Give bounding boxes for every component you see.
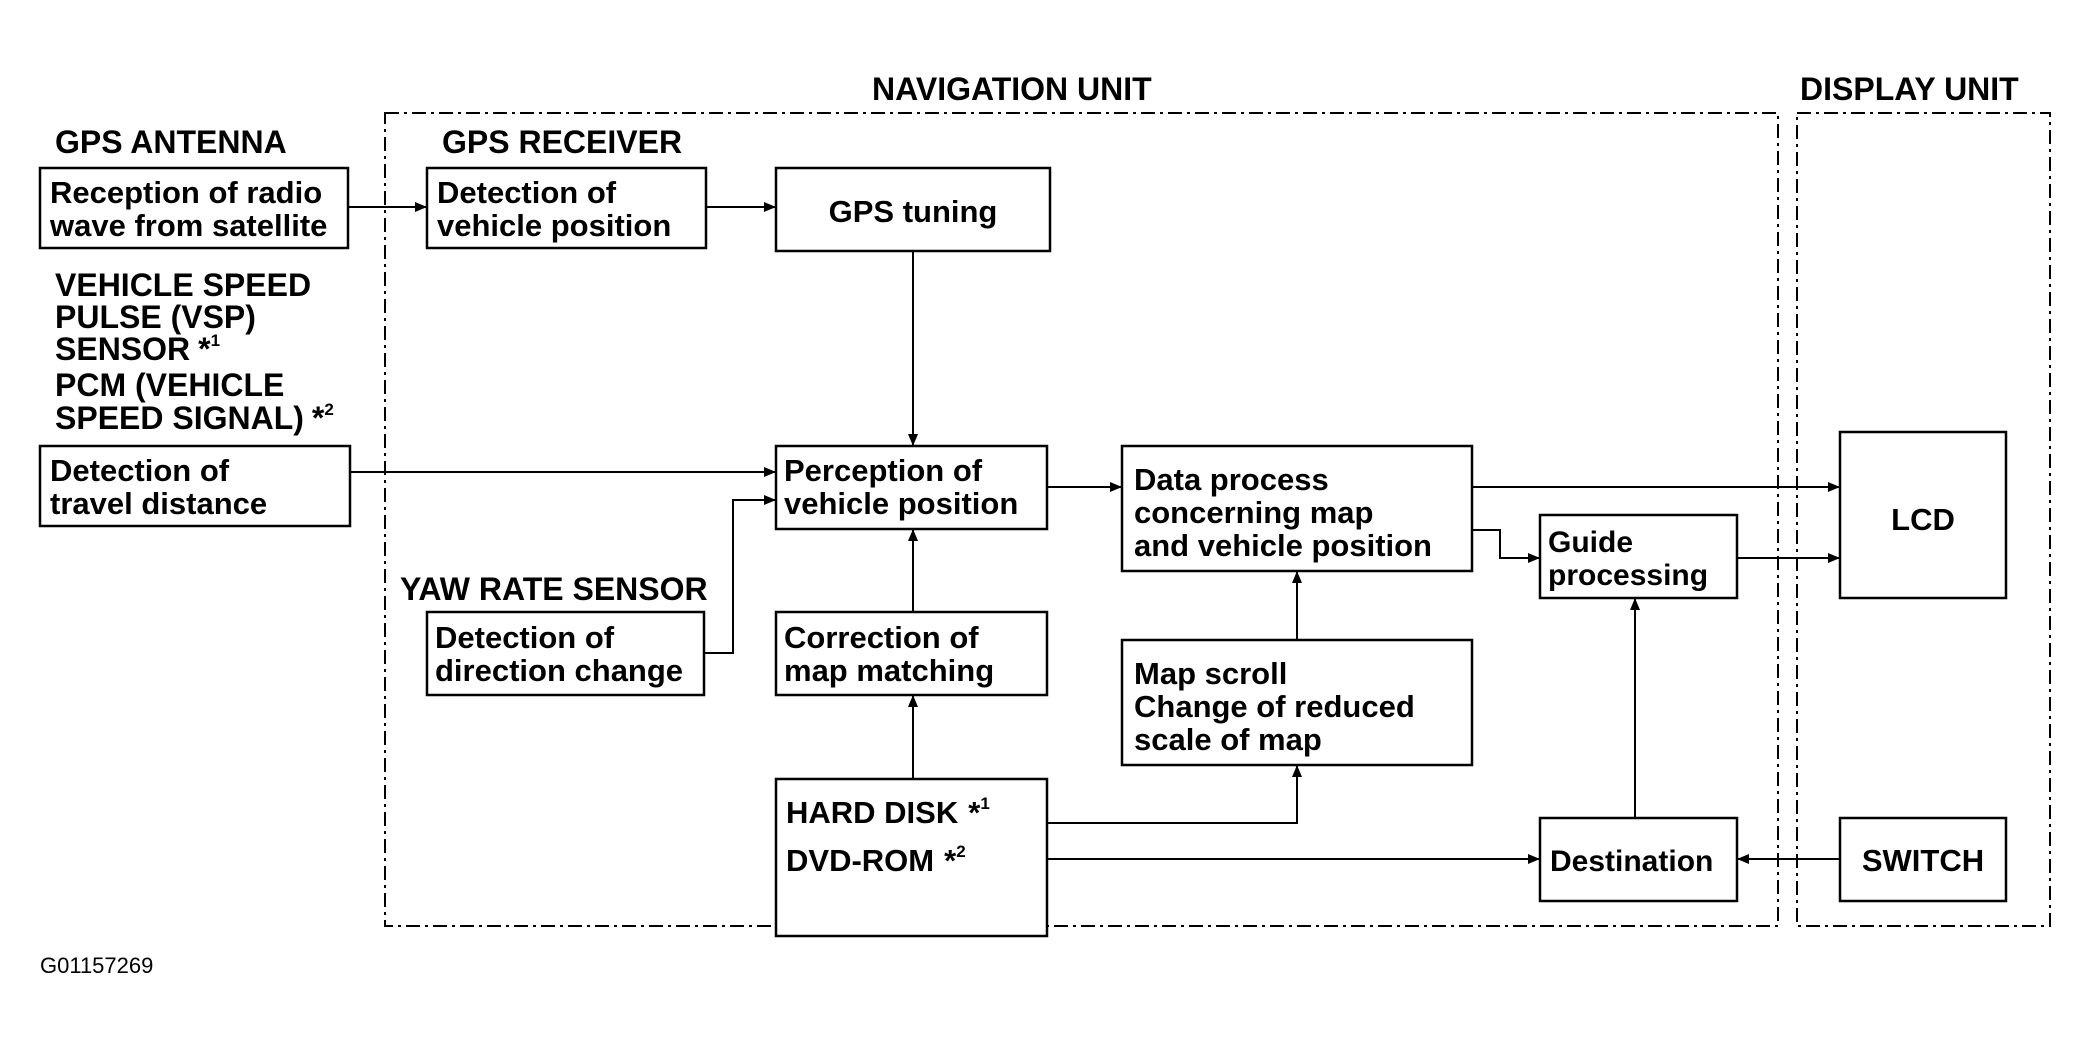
- footnote-star: *: [312, 400, 325, 436]
- perception-vehicle-position-line2: vehicle position: [784, 486, 1018, 521]
- footnote-star: *: [968, 795, 981, 830]
- vsp-sensor-label: VEHICLE SPEED PULSE (VSP) SENSOR*1: [55, 267, 311, 367]
- data-process-line2: concerning map: [1134, 495, 1373, 530]
- detection-travel-distance-line1: Detection of: [50, 453, 230, 488]
- gps-tuning-label: GPS tuning: [829, 194, 998, 229]
- switch-label: SWITCH: [1862, 843, 1984, 878]
- navigation-unit-label: NAVIGATION UNIT: [872, 71, 1152, 107]
- lcd-box: LCD: [1838, 430, 2008, 600]
- gps-antenna-label: GPS ANTENNA: [55, 124, 287, 160]
- destination-label: Destination: [1550, 845, 1713, 878]
- arrow-data-process-to-guide: [1472, 529, 1540, 563]
- correction-map-matching-line1: Correction of: [784, 620, 979, 655]
- footnote-2: 2: [956, 842, 965, 861]
- figure-id: G01157269: [40, 953, 153, 978]
- footnote-1: 1: [980, 794, 989, 813]
- detection-travel-distance-box: Detection of travel distance: [38, 444, 352, 528]
- svg-text:HARD DISK*1: HARD DISK *1: [786, 794, 990, 830]
- data-process-line1: Data process: [1134, 462, 1329, 497]
- switch-box: SWITCH: [1838, 816, 2008, 903]
- vsp-label-line3: SENSOR: [55, 331, 190, 367]
- detection-vehicle-position-box: Detection of vehicle position: [425, 166, 708, 250]
- svg-text:SENSOR*1: SENSOR*1: [55, 331, 220, 367]
- footnote-star: *: [198, 331, 211, 367]
- detection-vehicle-position-line2: vehicle position: [437, 208, 671, 243]
- arrow-storage-to-map-scroll: [1047, 765, 1302, 824]
- vsp-label-line2: PULSE (VSP): [55, 299, 256, 335]
- data-process-line3: and vehicle position: [1134, 528, 1432, 563]
- display-unit-label: DISPLAY UNIT: [1800, 71, 2019, 107]
- display-unit-frame: [1796, 112, 2051, 927]
- destination-box: Destination: [1538, 816, 1739, 903]
- reception-line1: Reception of radio: [50, 175, 322, 210]
- reception-line2: wave from satellite: [49, 208, 327, 243]
- gps-receiver-label: GPS RECEIVER: [442, 124, 682, 160]
- detection-vehicle-position-line1: Detection of: [437, 175, 617, 210]
- gps-tuning-box: GPS tuning: [774, 166, 1052, 253]
- svg-text:SPEED SIGNAL)*2: SPEED SIGNAL)*2: [55, 400, 334, 436]
- map-scroll-box: Map scroll Change of reduced scale of ma…: [1120, 638, 1474, 767]
- data-process-box: Data process concerning map and vehicle …: [1120, 444, 1474, 573]
- arrow-direction-change-to-perception: [704, 495, 776, 654]
- correction-map-matching-box: Correction of map matching: [774, 610, 1049, 697]
- svg-text:DVD-ROM*2: DVD-ROM *2: [786, 842, 966, 878]
- footnote-1: 1: [211, 331, 220, 350]
- vsp-label-line1: VEHICLE SPEED: [55, 267, 311, 303]
- map-scroll-line3: scale of map: [1134, 722, 1322, 757]
- lcd-label: LCD: [1891, 502, 1955, 537]
- guide-processing-box: Guide processing: [1538, 513, 1739, 600]
- detection-direction-change-line2: direction change: [435, 653, 683, 688]
- detection-direction-change-line1: Detection of: [435, 620, 615, 655]
- perception-vehicle-position-line1: Perception of: [784, 453, 983, 488]
- dvd-rom-label: DVD-ROM: [786, 843, 934, 878]
- guide-processing-line1: Guide: [1548, 526, 1633, 559]
- correction-map-matching-line2: map matching: [784, 653, 994, 688]
- map-scroll-line1: Map scroll: [1134, 656, 1287, 691]
- guide-processing-line2: processing: [1548, 559, 1708, 592]
- detection-direction-change-box: Detection of direction change: [425, 610, 706, 697]
- reception-box: Reception of radio wave from satellite: [38, 166, 350, 250]
- yaw-rate-sensor-label: YAW RATE SENSOR: [400, 571, 708, 607]
- footnote-star: *: [944, 843, 957, 878]
- pcm-label: PCM (VEHICLE SPEED SIGNAL)*2: [55, 367, 334, 436]
- detection-travel-distance-line2: travel distance: [50, 486, 267, 521]
- hard-disk-label: HARD DISK: [786, 795, 959, 830]
- storage-box: HARD DISK*1 DVD-ROM*2: [774, 777, 1049, 938]
- navigation-unit-frame: [384, 112, 1779, 927]
- pcm-label-line2: SPEED SIGNAL): [55, 400, 304, 436]
- pcm-label-line1: PCM (VEHICLE: [55, 367, 284, 403]
- perception-vehicle-position-box: Perception of vehicle position: [774, 444, 1049, 531]
- footnote-2: 2: [324, 400, 333, 419]
- map-scroll-line2: Change of reduced: [1134, 689, 1415, 724]
